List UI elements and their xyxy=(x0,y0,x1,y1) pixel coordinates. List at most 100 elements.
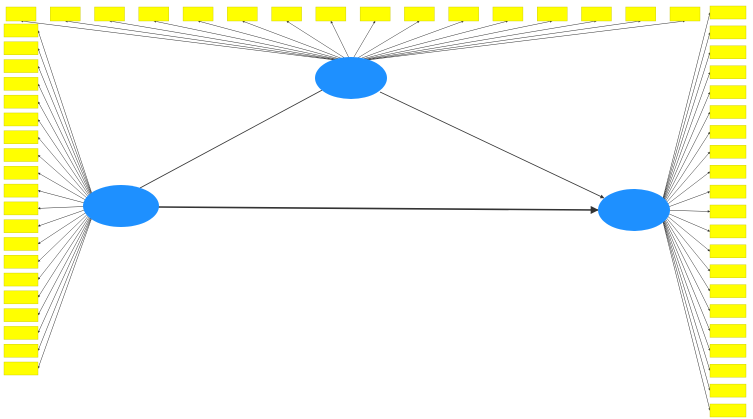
top-indicator-2[interactable] xyxy=(50,6,81,22)
top-indicator-12[interactable] xyxy=(492,6,524,22)
left-indicator-1[interactable] xyxy=(3,23,39,38)
left-indicator-15-arrow xyxy=(37,205,97,280)
left-indicator-19[interactable] xyxy=(3,344,39,358)
top-indicator-3[interactable] xyxy=(94,6,125,22)
left-indicator-8[interactable] xyxy=(3,148,39,162)
top-indicator-15[interactable] xyxy=(625,6,656,22)
right-indicator-20[interactable] xyxy=(709,383,747,398)
top-indicator-6-arrow xyxy=(242,20,352,63)
left-indicator-18-arrow xyxy=(37,205,97,334)
top-indicator-1-arrow xyxy=(20,20,352,63)
left-indicator-3[interactable] xyxy=(3,59,39,73)
left-indicator-7-arrow xyxy=(37,137,97,207)
right-indicator-19[interactable] xyxy=(709,364,747,378)
left-indicator-19-arrow xyxy=(37,205,97,351)
left-indicator-16[interactable] xyxy=(3,290,39,305)
latent-left[interactable] xyxy=(83,185,159,227)
structural-paths xyxy=(139,87,605,214)
top-indicator-10[interactable] xyxy=(404,6,435,22)
top-indicator-9-arrow xyxy=(350,20,376,63)
left-indicator-1-arrow xyxy=(37,30,97,207)
right-indicator-2[interactable] xyxy=(709,25,747,40)
left-indicator-18[interactable] xyxy=(3,326,39,340)
top-indicator-1[interactable] xyxy=(5,6,37,22)
right-indicator-5-arrow xyxy=(659,91,711,211)
top-indicator-4[interactable] xyxy=(138,6,170,22)
right-indicator-8-arrow xyxy=(659,151,711,211)
top-indicator-11[interactable] xyxy=(448,6,479,22)
path-top-to-right xyxy=(379,91,605,199)
latent-top[interactable] xyxy=(315,57,387,99)
right-indicator-18-arrow xyxy=(659,209,711,351)
left-indicator-14-arrow xyxy=(37,205,97,262)
right-indicator-16[interactable] xyxy=(709,304,747,318)
top-indicator-5-arrow xyxy=(197,20,352,63)
right-indicator-4-arrow xyxy=(659,72,711,211)
top-indicator-3-arrow xyxy=(109,20,352,63)
left-indicator-5-arrow xyxy=(37,101,97,207)
right-indicator-4[interactable] xyxy=(709,65,747,79)
right-indicator-7[interactable] xyxy=(709,125,747,139)
top-indicator-4-arrow xyxy=(153,20,352,63)
top-indicator-14[interactable] xyxy=(581,6,612,22)
top-indicator-7-arrow xyxy=(286,20,352,63)
right-indicator-13[interactable] xyxy=(709,244,747,259)
indicator-boxes xyxy=(3,5,747,418)
left-indicator-2[interactable] xyxy=(3,41,39,55)
left-indicator-14[interactable] xyxy=(3,255,39,269)
left-indicator-20[interactable] xyxy=(3,361,39,376)
left-indicator-11[interactable] xyxy=(3,201,39,216)
right-indicator-21-arrow xyxy=(659,209,711,411)
right-indicator-13-arrow xyxy=(659,209,711,252)
path-left-to-right xyxy=(157,205,599,214)
left-indicator-17[interactable] xyxy=(3,308,39,322)
left-indicator-12[interactable] xyxy=(3,219,39,233)
left-indicator-20-arrow xyxy=(37,205,97,369)
left-indicator-4[interactable] xyxy=(3,77,39,91)
right-indicator-15[interactable] xyxy=(709,284,747,298)
top-indicator-6[interactable] xyxy=(227,6,258,22)
right-indicator-11[interactable] xyxy=(709,204,747,219)
right-indicator-21[interactable] xyxy=(709,403,747,418)
top-indicator-15-arrow xyxy=(350,20,641,63)
latent-variables xyxy=(83,57,670,231)
right-indicator-6[interactable] xyxy=(709,105,747,119)
latent-right[interactable] xyxy=(598,189,670,231)
right-indicator-10[interactable] xyxy=(709,184,747,199)
right-indicator-9[interactable] xyxy=(709,164,747,179)
right-indicator-5[interactable] xyxy=(709,85,747,99)
top-indicator-16[interactable] xyxy=(669,6,701,22)
right-indicator-1[interactable] xyxy=(709,5,747,20)
left-indicator-15[interactable] xyxy=(3,272,39,287)
left-indicator-13[interactable] xyxy=(3,237,39,251)
right-indicator-12[interactable] xyxy=(709,224,747,239)
left-indicator-5[interactable] xyxy=(3,94,39,109)
right-indicator-17-arrow xyxy=(659,209,711,332)
top-indicator-10-arrow xyxy=(350,20,420,63)
top-indicator-12-arrow xyxy=(350,20,509,63)
top-indicator-8[interactable] xyxy=(315,6,347,22)
right-indicator-18[interactable] xyxy=(709,344,747,358)
right-indicator-7-arrow xyxy=(659,131,711,211)
top-indicator-7[interactable] xyxy=(271,6,302,22)
top-indicator-5[interactable] xyxy=(182,6,214,22)
right-indicator-16-arrow xyxy=(659,209,711,312)
right-indicator-3[interactable] xyxy=(709,45,747,59)
left-indicator-3-arrow xyxy=(37,65,97,207)
right-indicator-8[interactable] xyxy=(709,145,747,159)
left-indicator-10[interactable] xyxy=(3,183,39,198)
left-indicator-6[interactable] xyxy=(3,112,39,127)
left-indicator-6-arrow xyxy=(37,119,97,207)
left-indicator-9[interactable] xyxy=(3,166,39,180)
left-indicator-17-arrow xyxy=(37,205,97,316)
left-indicator-7[interactable] xyxy=(3,130,39,144)
right-indicator-17[interactable] xyxy=(709,324,747,338)
right-indicator-14[interactable] xyxy=(709,264,747,278)
right-indicator-9-arrow xyxy=(659,171,711,211)
right-indicator-3-arrow xyxy=(659,52,711,211)
outer-loading-arrows xyxy=(20,12,711,411)
top-indicator-8-arrow xyxy=(330,20,352,63)
top-indicator-9[interactable] xyxy=(359,6,391,22)
top-indicator-13[interactable] xyxy=(537,6,568,22)
